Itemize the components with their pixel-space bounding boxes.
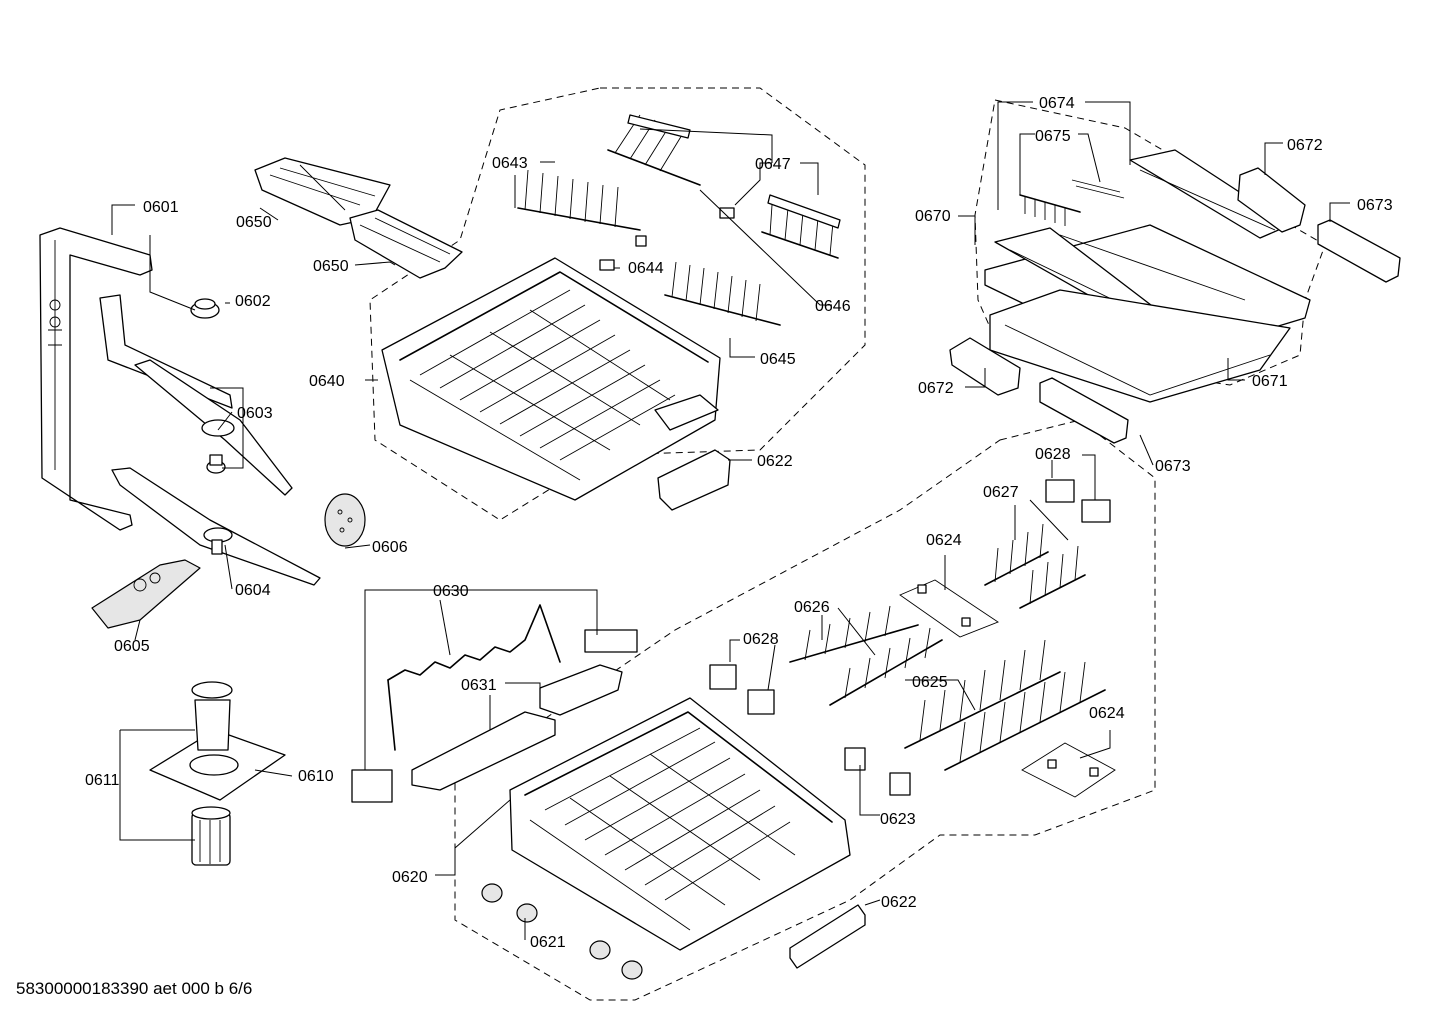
clip-0630-lower <box>351 769 393 803</box>
label-0644: 0644 <box>628 260 664 277</box>
leader-lines <box>111 101 1350 940</box>
clips-0623 <box>844 747 911 796</box>
label-0625: 0625 <box>912 674 948 691</box>
filter-assembly-0610 <box>149 681 286 801</box>
label-0626: 0626 <box>794 599 830 616</box>
rollers-0621 <box>481 883 643 980</box>
label-0673-left: 0673 <box>1155 458 1191 475</box>
lower-spray-arm-0604 <box>111 467 321 586</box>
label-0603: 0603 <box>237 405 273 422</box>
clips-0628 <box>709 479 1111 715</box>
label-0650-lower: 0650 <box>313 258 349 275</box>
label-0611: 0611 <box>85 772 120 789</box>
label-0673-right: 0673 <box>1357 197 1393 214</box>
cover-0605 <box>91 559 201 629</box>
filter-disc-0606 <box>324 493 366 547</box>
label-0620: 0620 <box>392 869 428 886</box>
label-0671: 0671 <box>1252 373 1288 390</box>
tines-0647 <box>761 194 841 259</box>
handle-0622-lower <box>789 904 866 969</box>
comb-0675 <box>1019 179 1125 226</box>
label-0646: 0646 <box>815 298 851 315</box>
label-0628-left: 0628 <box>743 631 779 648</box>
label-0628-right: 0628 <box>1035 446 1071 463</box>
label-0606: 0606 <box>372 539 408 556</box>
supply-pipe-0601 <box>39 227 153 531</box>
label-0650-upper: 0650 <box>236 214 272 231</box>
wire-rack-0630 <box>387 604 638 751</box>
micro-filter-0611 <box>191 806 231 866</box>
lower-basket-group-outline <box>454 419 1156 1001</box>
lower-basket-0620 <box>509 697 851 951</box>
label-0675: 0675 <box>1035 128 1071 145</box>
label-0602: 0602 <box>235 293 271 310</box>
label-0622-lower: 0622 <box>881 894 917 911</box>
tines-0646 <box>607 114 701 186</box>
document-id: 58300000183390 aet 000 b 6/6 <box>16 979 253 998</box>
tines-0643 <box>517 169 641 231</box>
nozzle-0602 <box>190 298 220 319</box>
holder-0672-left <box>949 337 1021 396</box>
label-0672-left: 0672 <box>918 380 954 397</box>
label-0645: 0645 <box>760 351 796 368</box>
label-0670: 0670 <box>915 208 951 225</box>
upper-spray-arm-0603 <box>99 294 293 496</box>
label-0605: 0605 <box>114 638 150 655</box>
label-0604: 0604 <box>235 582 271 599</box>
label-0624-lower: 0624 <box>1089 705 1125 722</box>
upper-basket-0640 <box>381 257 721 501</box>
rail-0673-right <box>1317 219 1401 283</box>
insert-0650-lower <box>349 209 463 279</box>
part-labels: 0601 0602 0603 0604 0605 0606 0610 0611 … <box>85 95 1393 951</box>
holder-0631 <box>411 664 623 791</box>
holder-0672-right <box>1237 167 1306 233</box>
tines-0645 <box>664 261 781 326</box>
label-0624-upper: 0624 <box>926 532 962 549</box>
upper-basket-group-outline <box>369 87 866 521</box>
label-0621: 0621 <box>530 934 566 951</box>
cutlery-tray-group-outline <box>974 99 1326 386</box>
tines-0626 <box>789 605 943 706</box>
label-0631: 0631 <box>461 677 497 694</box>
label-0640: 0640 <box>309 373 345 390</box>
label-0647: 0647 <box>755 156 791 173</box>
label-0623: 0623 <box>880 811 916 828</box>
label-0643: 0643 <box>492 155 528 172</box>
tines-0627 <box>984 523 1086 609</box>
label-0627: 0627 <box>983 484 1019 501</box>
label-0630: 0630 <box>433 583 469 600</box>
handle-0622-upper <box>657 449 731 511</box>
label-0610: 0610 <box>298 768 334 785</box>
label-0622-upper: 0622 <box>757 453 793 470</box>
label-0674: 0674 <box>1039 95 1075 112</box>
clips-0624 <box>899 579 1116 798</box>
tines-0625 <box>904 639 1106 771</box>
rail-0673-left <box>1039 377 1129 444</box>
clips-0644 <box>599 207 735 271</box>
label-0601: 0601 <box>143 199 179 216</box>
label-0672-right: 0672 <box>1287 137 1323 154</box>
